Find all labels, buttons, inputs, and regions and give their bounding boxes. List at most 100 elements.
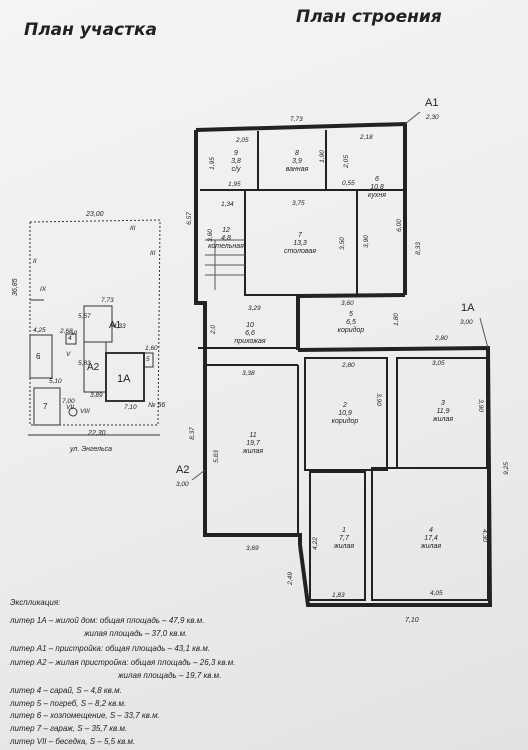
bdim-25: 3,90 (374, 393, 382, 406)
site-roman-4: V (66, 351, 71, 358)
bdim-10: 3,75 (292, 200, 305, 207)
bdim-23: 3,05 (432, 360, 445, 367)
bdim-9: 1,34 (221, 201, 234, 208)
bdim-30: 3,69 (246, 545, 259, 552)
bdim-16: 8,33 (414, 242, 422, 255)
bdim-32: 4,22 (311, 537, 319, 550)
bdim-17: 3,29 (248, 305, 261, 312)
bdim-26: 3,90 (476, 399, 484, 412)
bdim-1: 7,73 (290, 116, 303, 123)
bdim-27: 8,37 (188, 427, 196, 440)
site-bottom-label: 22,30 (88, 430, 106, 437)
legend-line-5: жилая площадь – 19,7 кв.м. (118, 671, 222, 680)
bdim-28: 5,83 (212, 450, 220, 463)
bdim-33: 4,30 (480, 529, 488, 542)
site-lit-a1-label: A1 (109, 320, 122, 331)
bdim-20: 1,80 (392, 313, 400, 326)
bdim-22: 2,80 (342, 362, 355, 369)
marker-1a-value: 3,00 (460, 319, 473, 326)
bdim-12: 3,60 (206, 229, 214, 242)
site-lit-6-label: 6 (36, 352, 41, 361)
site-dim-2: 4,25 (33, 327, 46, 334)
bdim-4: 1,95 (208, 157, 216, 170)
site-well (68, 407, 78, 417)
building-plan-heading: План строения (296, 7, 442, 27)
legend-line-8: литер 6 – хозпомещение, S – 33,7 кв.м. (10, 711, 160, 720)
site-lit-1a-label: 1A (117, 373, 131, 385)
bdim-14: 3,90 (362, 235, 370, 248)
site-lit-7 (33, 387, 61, 426)
bdim-3: 2,18 (360, 134, 373, 141)
legend-line-2: жилая площадь – 37,0 кв.м. (84, 629, 188, 638)
bdim-15: 6,00 (395, 219, 403, 232)
marker-a1: A1 (425, 97, 439, 109)
site-width-label: 23,00 (86, 211, 104, 218)
legend-line-1: литер 1А – жилой дом: общая площадь – 47… (10, 616, 205, 625)
marker-1a: 1A (461, 302, 475, 314)
site-dim-3: 2,68 (60, 328, 73, 335)
marker-a2: A2 (176, 464, 190, 476)
site-lit-4-label: 4 (68, 335, 72, 342)
bdim-34: 1,83 (332, 592, 345, 599)
site-lit-7-label: 7 (43, 402, 48, 411)
site-roman-7: VIII (80, 408, 90, 415)
legend-line-9: литер 7 – гараж, S – 35,7 кв.м. (10, 724, 128, 733)
legend-line-7: литер 5 – погреб, S – 8,2 кв.м. (10, 699, 127, 708)
bdim-8: 0,55 (342, 180, 355, 187)
bdim-21: 2,80 (435, 335, 448, 342)
site-lit-4 (65, 333, 77, 345)
street-label: ул. Энгельса (70, 446, 113, 453)
site-lit-5 (143, 352, 154, 368)
legend-line-4: литер А2 – жилая пристройка: общая площа… (10, 658, 236, 667)
bdim-29: 9,25 (502, 462, 510, 475)
site-dim-4: 5,57 (78, 313, 91, 320)
site-dim-6: 1,60 (145, 345, 158, 352)
site-lit-a2-label: A2 (87, 362, 100, 373)
site-dim-11: 7,10 (124, 404, 137, 411)
legend-line-10: литер VII – беседка, S – 5,5 кв.м. (10, 737, 136, 746)
site-roman-3: II (33, 258, 37, 265)
bdim-18: 3,60 (341, 300, 354, 307)
bdim-36: 7,10 (405, 617, 419, 624)
site-dim-8: 3,89 (90, 392, 103, 399)
bdim-5: 1,90 (318, 150, 326, 163)
site-roman-2: IX (40, 286, 47, 293)
legend-title: Экспликация: (10, 598, 61, 607)
site-dim-1: 7,73 (101, 297, 114, 304)
site-dim-9: 5,10 (49, 378, 62, 385)
bdim-13: 3,50 (338, 237, 346, 250)
bdim-24: 3,38 (242, 370, 255, 377)
house-number: № 56 (148, 402, 166, 409)
marker-a1-value: 2,30 (426, 114, 439, 121)
bdim-2: 2,05 (236, 137, 249, 144)
bdim-11: 6,57 (185, 212, 193, 225)
site-roman-8: III (150, 250, 156, 257)
marker-a2-value: 3,00 (176, 481, 189, 488)
bdim-6: 2,05 (342, 155, 350, 168)
site-plan-heading: План участка (24, 20, 157, 40)
site-lit-1a (105, 352, 145, 402)
site-dim-10: 7,00 (62, 398, 75, 405)
bdim-35: 4,05 (430, 590, 443, 597)
legend-line-6: литер 4 – сарай, S – 4,8 кв.м. (10, 686, 122, 695)
site-roman-1: III (130, 225, 136, 232)
legend-line-3: литер А1 – пристройка: общая площадь – 4… (10, 644, 211, 653)
bdim-19: 2,0 (210, 324, 218, 335)
site-roman-5: VI (71, 330, 78, 337)
bdim-31: 2,49 (286, 572, 294, 585)
site-lit-6 (29, 334, 53, 379)
site-dim-5: 4,33 (113, 323, 126, 330)
